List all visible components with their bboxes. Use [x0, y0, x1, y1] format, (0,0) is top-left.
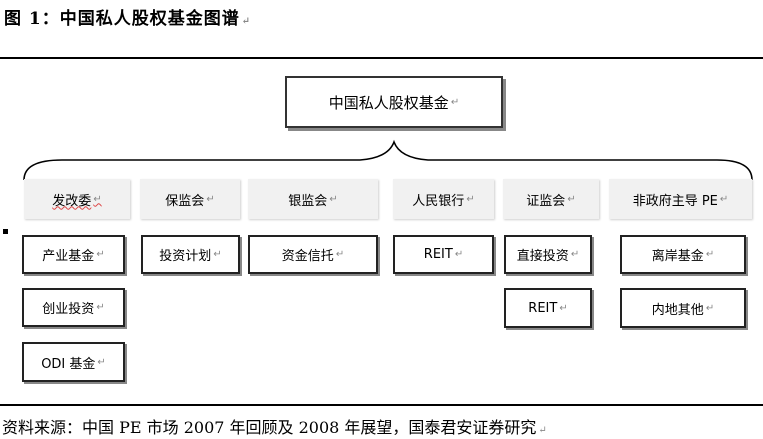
bottom-rule	[0, 404, 763, 406]
leaf-fund-trust: 资金信托↵	[248, 235, 378, 274]
category-circ: 保监会↵	[140, 179, 240, 219]
leaf-reit-pboc: REIT↵	[393, 235, 494, 274]
leaf-venture-capital: 创业投资↵	[22, 288, 125, 327]
bullet-marker	[3, 229, 8, 234]
leaf-odi-fund: ODI 基金↵	[22, 342, 125, 382]
leaf-investment-plan: 投资计划↵	[141, 235, 240, 274]
category-ndrc: 发改委↵	[24, 179, 130, 219]
leaf-reit-csrc: REIT↵	[504, 288, 592, 328]
top-rule	[0, 57, 763, 59]
leaf-industry-fund: 产业基金↵	[22, 235, 125, 274]
category-non-government-pe: 非政府主导 PE↵	[609, 179, 752, 219]
category-cbrc: 银监会↵	[248, 179, 378, 219]
category-pboc: 人民银行↵	[393, 179, 494, 219]
leaf-direct-investment: 直接投资↵	[504, 235, 592, 274]
leaf-offshore-fund: 离岸基金↵	[620, 235, 746, 274]
category-csrc: 证监会↵	[503, 179, 599, 219]
source-note: 资料来源：中国 PE 市场 2007 年回顾及 2008 年展望，国泰君安证券研…	[2, 418, 547, 437]
figure-caption: 图 1：中国私人股权基金图谱↵	[4, 9, 252, 29]
root-node: 中国私人股权基金↵	[285, 76, 503, 128]
leaf-domestic-other: 内地其他↵	[620, 288, 746, 328]
